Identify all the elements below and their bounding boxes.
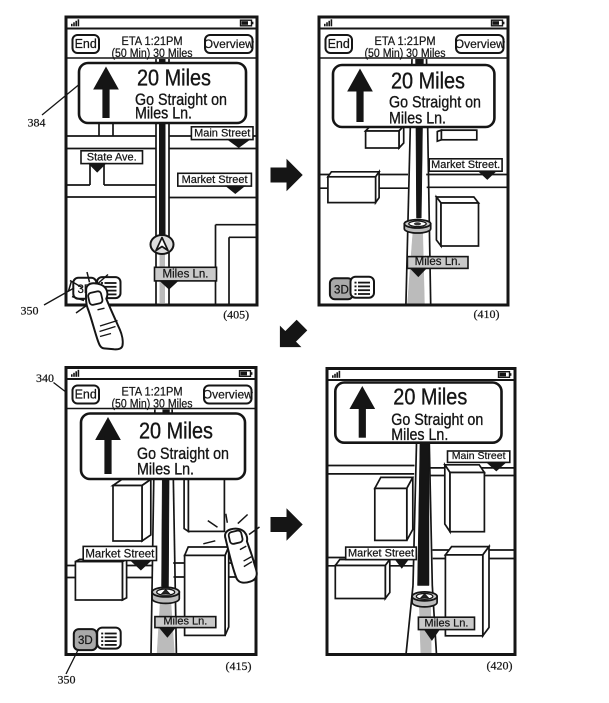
svg-text:Miles Ln.: Miles Ln. (163, 615, 207, 627)
svg-text:(50 Min) 30 Miles: (50 Min) 30 Miles (112, 48, 193, 60)
svg-text:Miles Ln.: Miles Ln. (415, 256, 461, 268)
svg-text:ETA 1:21PM: ETA 1:21PM (122, 387, 183, 399)
svg-text:Market Street: Market Street (348, 547, 414, 559)
svg-text:20 Miles: 20 Miles (391, 67, 465, 93)
svg-text:Go Straight on: Go Straight on (391, 410, 483, 429)
svg-text:Overview: Overview (455, 37, 505, 51)
svg-text:340: 340 (36, 371, 54, 385)
svg-text:ETA 1:21PM: ETA 1:21PM (122, 36, 183, 48)
svg-text:Miles Ln.: Miles Ln. (135, 104, 192, 123)
svg-text:(410): (410) (474, 307, 500, 321)
svg-text:Go Straight on: Go Straight on (137, 444, 229, 463)
svg-text:Miles Ln.: Miles Ln. (137, 460, 194, 479)
svg-text:(50 Min) 30 Miles: (50 Min) 30 Miles (365, 48, 446, 60)
svg-text:Miles Ln.: Miles Ln. (162, 269, 208, 281)
svg-text:Market Street.: Market Street. (431, 159, 500, 171)
svg-text:Miles Ln.: Miles Ln. (391, 425, 448, 444)
svg-text:Market Street: Market Street (182, 174, 248, 186)
svg-text:Go Straight on: Go Straight on (389, 93, 481, 112)
svg-text:End: End (75, 37, 97, 51)
svg-text:20 Miles: 20 Miles (137, 65, 211, 91)
svg-text:Market Street: Market Street (85, 548, 155, 560)
svg-text:(405): (405) (223, 308, 249, 322)
svg-text:20 Miles: 20 Miles (393, 384, 467, 410)
svg-text:Miles Ln.: Miles Ln. (389, 109, 446, 128)
svg-text:384: 384 (28, 116, 46, 130)
svg-text:Main Street: Main Street (452, 450, 506, 462)
svg-text:350: 350 (58, 673, 76, 687)
svg-text:Main Street: Main Street (194, 127, 250, 139)
svg-text:End: End (328, 37, 350, 51)
svg-text:20 Miles: 20 Miles (139, 418, 213, 444)
svg-text:State Ave.: State Ave. (87, 151, 137, 163)
svg-text:(415): (415) (226, 659, 252, 673)
svg-text:(50 Min) 30 Miles: (50 Min) 30 Miles (112, 399, 193, 411)
svg-text:(420): (420) (487, 659, 513, 673)
svg-text:ETA 1:21PM: ETA 1:21PM (375, 36, 436, 48)
svg-text:3D: 3D (78, 635, 93, 647)
svg-text:350: 350 (21, 304, 39, 318)
svg-text:Miles Ln.: Miles Ln. (424, 617, 468, 629)
svg-text:3D: 3D (334, 284, 349, 296)
svg-text:Overview: Overview (204, 37, 254, 51)
svg-text:End: End (75, 388, 97, 402)
svg-text:Overview: Overview (203, 388, 253, 402)
svg-text:Go Straight on: Go Straight on (135, 90, 227, 109)
